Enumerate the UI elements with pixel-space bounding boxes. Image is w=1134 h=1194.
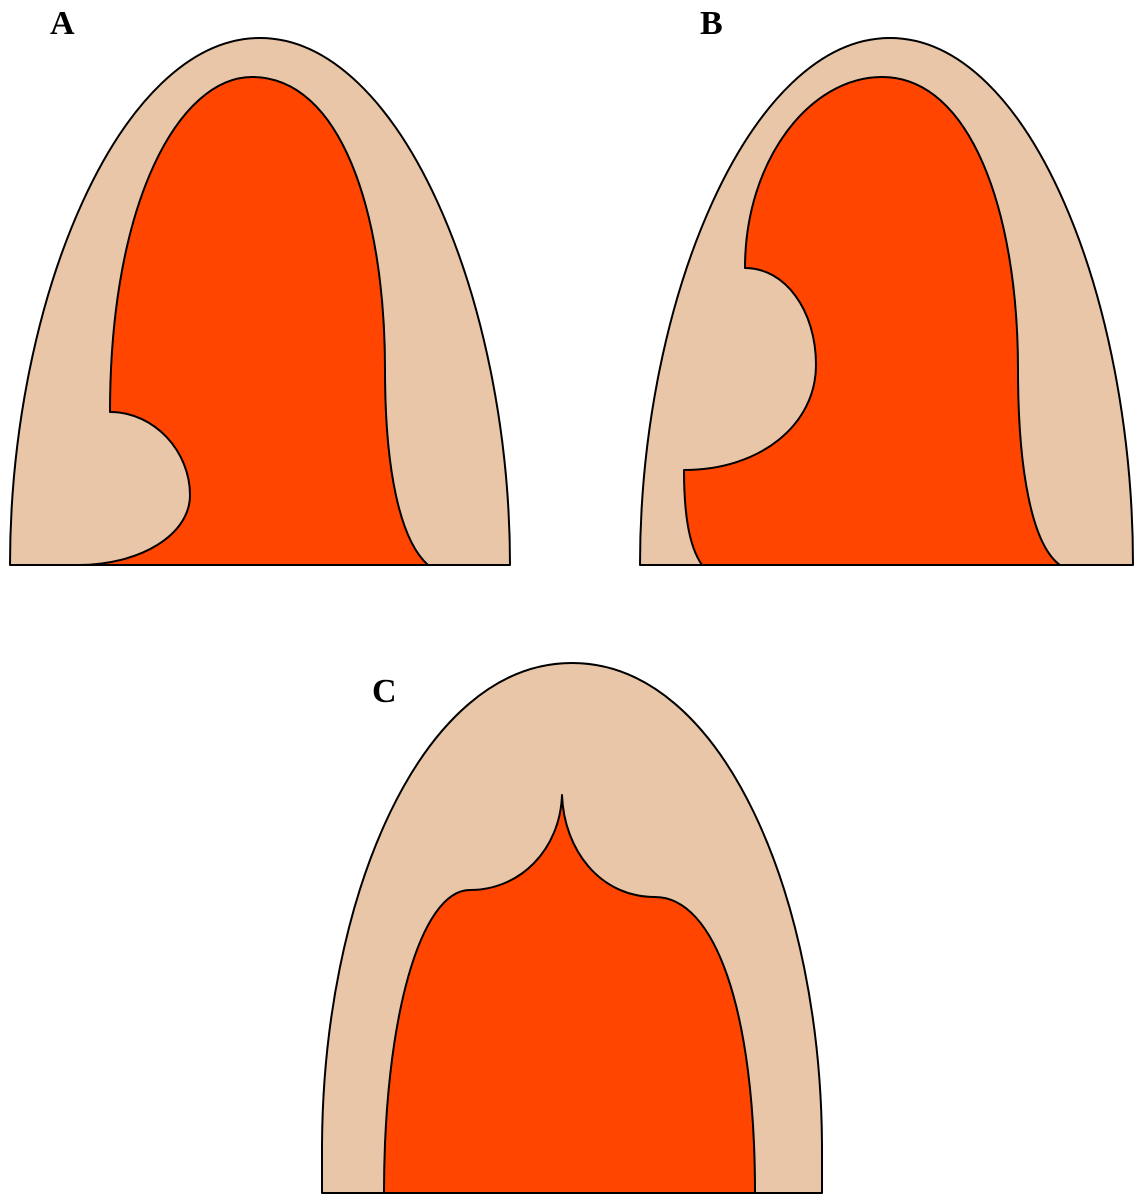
panel-c: C <box>322 663 822 1193</box>
panel-c-label: C <box>372 673 397 710</box>
panel-b: B <box>640 5 1133 565</box>
panel-a-label: A <box>50 5 75 42</box>
panel-b-label: B <box>700 5 723 42</box>
panel-a: A <box>10 5 510 565</box>
